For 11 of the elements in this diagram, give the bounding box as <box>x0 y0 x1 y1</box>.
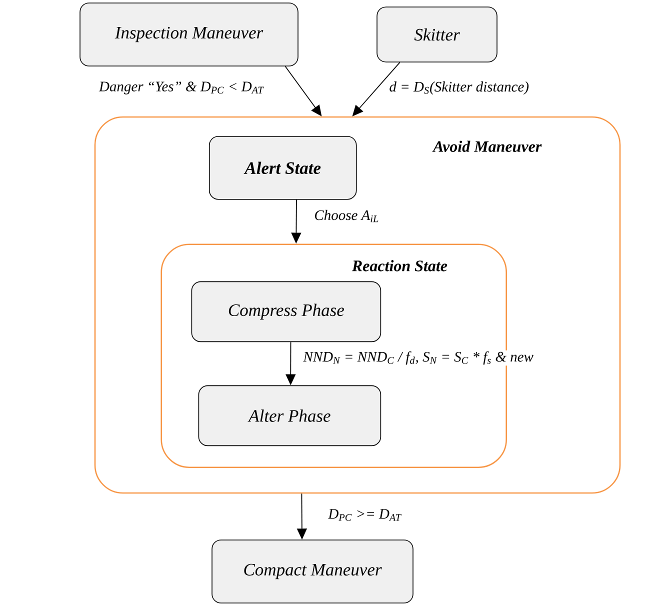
process-box: Inspection Maneuver <box>80 2 298 66</box>
edge-label: D$_{PC}$ >= D$_{AT}$ <box>327 508 402 522</box>
process-box: Skitter <box>376 6 498 62</box>
process-box: Compact Maneuver <box>212 540 414 604</box>
process-box: Alter Phase <box>198 385 382 446</box>
process-box: Alert State <box>208 136 357 200</box>
edge-label: Danger “Yes” & D$_{PC}$ < D$_{AT}$ <box>98 80 265 96</box>
edge-label: Choose A$_{iL}$ <box>313 208 380 224</box>
edge-label: NND$_{N}$ = NND$_{C}$ / f$_{d}$, S$_{N}$ = S$_{C}$ * f$_{s}$ & new <box>302 350 534 366</box>
process-box: Compress Phase <box>191 281 382 342</box>
edge-label: d = D$_{S}$(Skitter distance) <box>388 80 530 96</box>
